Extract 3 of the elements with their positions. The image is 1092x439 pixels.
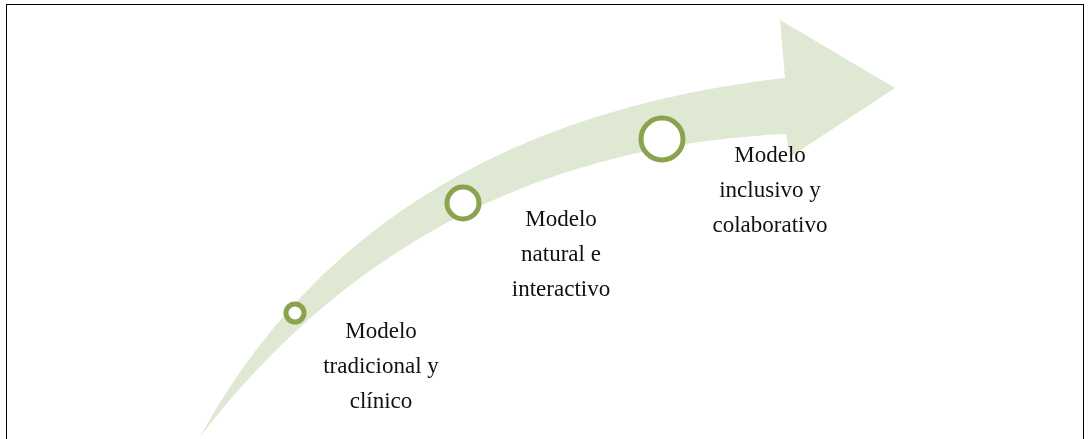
stage-label: Modelo natural e interactivo (510, 205, 612, 303)
stage-label: Modelo tradicional y clínico (322, 317, 440, 415)
stage-label: Modelo inclusivo y colaborativo (711, 141, 829, 239)
